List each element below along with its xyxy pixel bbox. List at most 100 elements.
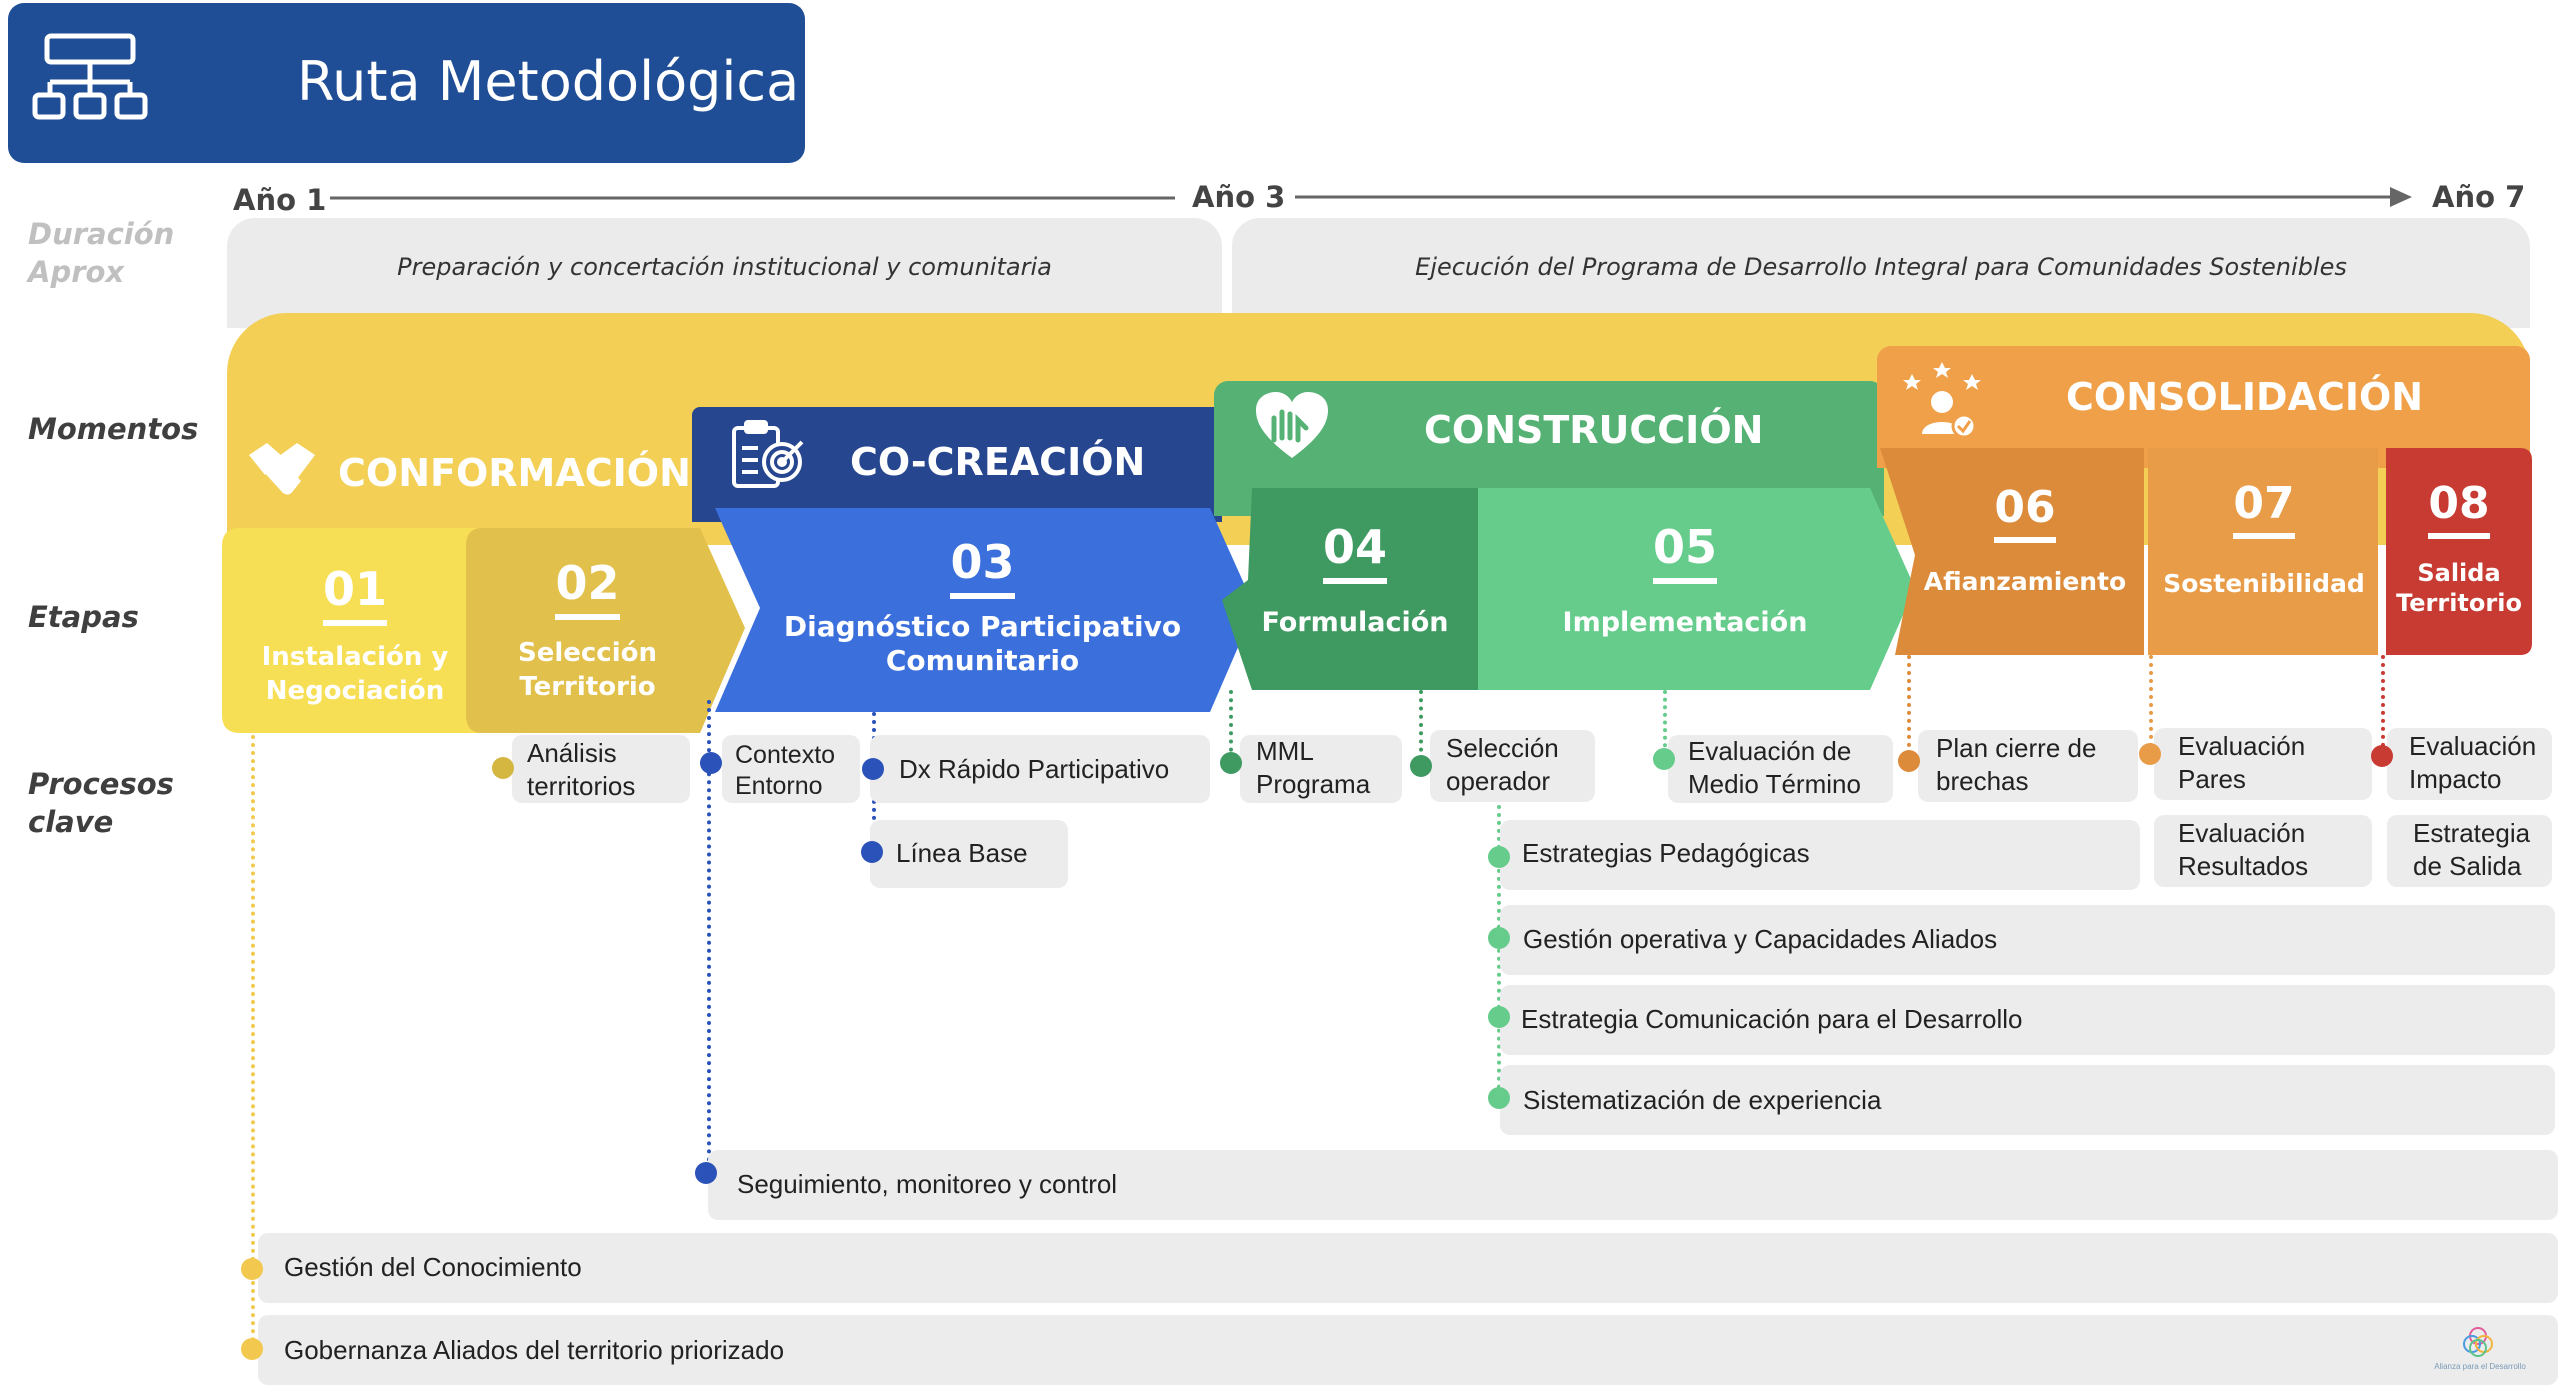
process-seleccion-operador-dot [1410, 755, 1432, 777]
process-estrategia-salida: Estrategia de Salida [2413, 818, 2531, 881]
row-label-momentos: Momentos [28, 412, 199, 446]
process-gestion-operativa-pill [1500, 905, 2555, 975]
process-gestion-operativa-dot [1488, 927, 1510, 949]
stage-05-shape [1478, 488, 1915, 690]
process-eval-pares-pill [2154, 728, 2372, 800]
process-estrategias-pedagogicas: Estrategias Pedagógicas [1522, 838, 1810, 868]
process-eval-impacto-dot [2371, 745, 2393, 767]
process-eval-resultados-pill [2154, 815, 2372, 887]
process-contexto-pill [722, 735, 860, 803]
process-gobernanza-dot [241, 1338, 263, 1360]
process-gestion-conocimiento: Gestión del Conocimiento [284, 1252, 582, 1282]
process-gobernanza-pill [258, 1315, 2558, 1385]
stage-number-06: 06 [1905, 482, 2145, 543]
stage-name-01: Instalación y Negociación [261, 642, 449, 706]
year-1: Año 1 [233, 183, 327, 217]
process-linea-base-pill [870, 820, 1068, 888]
stage-02-shape [466, 528, 745, 733]
process-analisis-dot [492, 757, 514, 779]
process-estrategia-comunicacion: Estrategia Comunicación para el Desarrol… [1521, 1004, 2023, 1034]
connector-05-right [1663, 690, 1667, 755]
stages-arrows [222, 448, 2532, 733]
timeline-arrow [330, 187, 2412, 207]
process-eval-medio-pill [1668, 735, 1893, 803]
process-eval-impacto-pill [2387, 728, 2552, 800]
process-mml-dot [1220, 752, 1242, 774]
connector-04-left [1229, 690, 1233, 760]
process-gestion-operativa: Gestión operativa y Capacidades Aliados [1523, 924, 1998, 954]
process-eval-impacto: Evaluación Impacto [2409, 731, 2537, 794]
org-chart-icon [32, 33, 148, 120]
connector-04-right [1419, 690, 1423, 760]
connector-08 [2381, 655, 2385, 755]
process-eval-resultados: Evaluación Resultados [2178, 818, 2309, 881]
process-linea-base-dot [861, 841, 883, 863]
row-label-etapas: Etapas [28, 600, 139, 634]
process-seleccion-operador: Selección operador [1446, 733, 1559, 796]
process-dx-rapido: Dx Rápido Participativo [899, 754, 1170, 784]
process-dx-pill [870, 735, 1210, 803]
handshake-icon [249, 443, 315, 495]
process-eval-medio: Evaluación de Medio Término [1688, 736, 1861, 799]
phase-bar-preparacion [227, 218, 1222, 328]
stage-03-shape [715, 508, 1255, 712]
process-sistematizacion-pill [1500, 1065, 2555, 1135]
process-contexto-dot [700, 752, 722, 774]
stage-name-08: Salida Territorio [2396, 559, 2522, 617]
alianza-logo [2463, 1327, 2493, 1357]
process-plan-cierre: Plan cierre de brechas [1936, 733, 2097, 796]
year-7: Año 7 [2432, 180, 2526, 214]
connector-03-left [707, 700, 711, 1170]
title-banner [8, 3, 805, 163]
process-estrategias-pedagogicas-dot [1488, 846, 1510, 868]
stage-number-07: 07 [2150, 478, 2378, 539]
process-eval-pares: Evaluación Pares [2178, 731, 2306, 794]
year-3: Año 3 [1192, 180, 1286, 214]
phase-text-preparacion: Preparación y concertación institucional… [397, 253, 1052, 281]
phase-bar-ejecucion [1232, 218, 2530, 328]
connector-07 [2149, 655, 2153, 755]
process-sistematizacion: Sistematización de experiencia [1523, 1085, 1882, 1115]
process-mml-pill [1240, 735, 1402, 803]
stage-number-03: 03 [720, 535, 1245, 599]
process-seguimiento: Seguimiento, monitoreo y control [737, 1169, 1118, 1199]
stage-number-02: 02 [470, 556, 705, 620]
process-analisis-pill [512, 735, 690, 803]
process-eval-pares-dot [2139, 743, 2161, 765]
clipboard-target-icon [732, 420, 804, 488]
stage-number-04: 04 [1240, 520, 1470, 584]
logo-text: Alianza para el Desarrollo [2434, 1362, 2526, 1371]
stage-06-shape [1880, 448, 2144, 655]
process-linea-base: Línea Base [896, 838, 1028, 868]
stage-08-shape [2386, 448, 2532, 655]
phase-text-ejecucion: Ejecución del Programa de Desarrollo Int… [1415, 253, 2347, 281]
connector-01 [251, 735, 255, 1350]
process-gestion-conocimiento-pill [258, 1233, 2558, 1303]
stage-01-shape [222, 528, 480, 733]
stage-name-03: Diagnóstico Participativo Comunitario [783, 610, 1182, 677]
page-title: Ruta Metodológica [297, 50, 800, 113]
process-sistematizacion-dot [1488, 1087, 1510, 1109]
stage-name-04: Formulación [1261, 607, 1449, 638]
moment-label-conformacion: CONFORMACIÓN [338, 451, 691, 495]
process-seleccion-operador-pill [1430, 730, 1595, 802]
stage-number-08: 08 [2386, 478, 2532, 539]
process-seguimiento-dot [695, 1162, 717, 1184]
stage-name-05: Implementación [1562, 607, 1808, 638]
connector-06 [1907, 655, 1911, 755]
stage-name-06: Afianzamiento [1923, 567, 2127, 596]
row-label-procesos: Procesos clave [28, 767, 174, 839]
process-plan-cierre-dot [1898, 750, 1920, 772]
stage-name-07: Sostenibilidad [2163, 569, 2365, 598]
process-analisis: Análisis territorios [527, 738, 636, 801]
person-stars-icon [1903, 362, 1981, 439]
process-estrategias-pedagogicas-pill [1500, 820, 2140, 890]
process-mml: MML Programa [1256, 736, 1371, 799]
stage-number-01: 01 [230, 562, 480, 626]
process-gobernanza: Gobernanza Aliados del territorio priori… [284, 1335, 785, 1365]
stage-number-05: 05 [1490, 520, 1880, 584]
process-gestion-conocimiento-dot [241, 1258, 263, 1280]
stage-04-shape [1222, 488, 1480, 690]
moment-consolidacion-band [1877, 346, 2530, 468]
stage-name-02: Selección Territorio [517, 638, 657, 702]
